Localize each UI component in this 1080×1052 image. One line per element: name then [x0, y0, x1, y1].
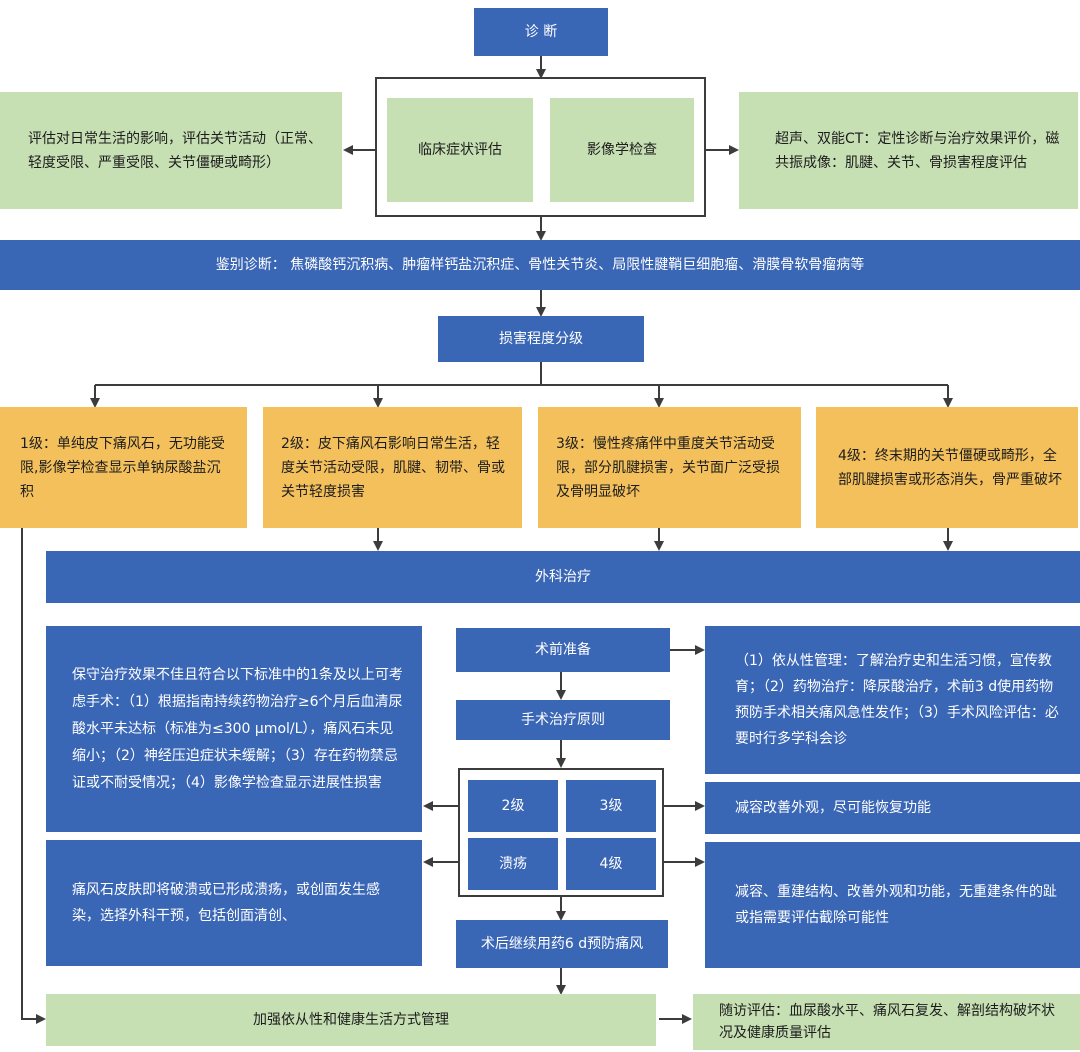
- postop-medication-box: 术后继续用药6 d预防痛风: [456, 920, 668, 968]
- principle-box: 手术治疗原则: [456, 700, 670, 740]
- imaging-exam-box: 影像学检查: [550, 98, 694, 202]
- grid-grade-3: 3级: [566, 780, 656, 832]
- grading-box: 损害程度分级: [438, 316, 644, 362]
- diagnosis-box: 诊 断: [474, 8, 608, 56]
- grid-grade-4: 4级: [566, 838, 656, 890]
- followup-box: 随访评估：血尿酸水平、痛风石复发、解剖结构破坏状况及健康质量评估: [693, 994, 1080, 1050]
- daily-eval-box: 评估对日常生活的影响，评估关节活动（正常、轻度受限、严重受限、关节僵硬或畸形）: [0, 92, 342, 209]
- management-bar: 加强依从性和健康生活方式管理: [46, 994, 656, 1046]
- grade-1-box: 1级：单纯皮下痛风石，无功能受限,影像学检查显示单钠尿酸盐沉积: [0, 407, 247, 528]
- grade-3-box: 3级：慢性疼痛伴中重度关节活动受限，部分肌腱损害，关节面广泛受损及骨明显破坏: [538, 407, 801, 528]
- ulcer-box: 痛风石皮肤即将破溃或已形成溃疡，或创面发生感染，选择外科干预，包括创面清创、: [46, 840, 422, 966]
- grade-4-box: 4级：终末期的关节僵硬或畸形，全部肌腱损害或形态消失，骨严重破坏: [816, 407, 1078, 528]
- preop-detail-box: （1）依从性管理：了解治疗史和生活习惯，宣传教育；（2）药物治疗：降尿酸治疗，术…: [705, 626, 1080, 774]
- grade-4-treatment-box: 减容、重建结构、改善外观和功能，无重建条件的趾或指需要评估截除可能性: [705, 842, 1080, 968]
- clinical-eval-box: 临床症状评估: [387, 98, 533, 202]
- conservative-failure-box: 保守治疗效果不佳且符合以下标准中的1条及以上可考虑手术：（1）根据指南持续药物治…: [46, 626, 422, 832]
- grade-2-box: 2级：皮下痛风石影响日常生活，轻度关节活动受限，肌腱、韧带、骨或关节轻度损害: [263, 407, 522, 528]
- differential-diagnosis-bar: 鉴别诊断： 焦磷酸钙沉积病、肿瘤样钙盐沉积症、骨性关节炎、局限性腱鞘巨细胞瘤、滑…: [0, 240, 1080, 290]
- arrow-grade-1-to-management: [21, 528, 46, 1024]
- grade-3-treatment-box: 减容改善外观，尽可能恢复功能: [705, 782, 1080, 834]
- grid-ulcer: 溃疡: [468, 838, 558, 890]
- grid-grade-2: 2级: [468, 780, 558, 832]
- surgery-bar: 外科治疗: [46, 551, 1080, 603]
- preop-box: 术前准备: [456, 628, 670, 672]
- ultrasound-box: 超声、双能CT：定性诊断与治疗效果评价，磁共振成像：肌腱、关节、骨损害程度评估: [739, 92, 1078, 209]
